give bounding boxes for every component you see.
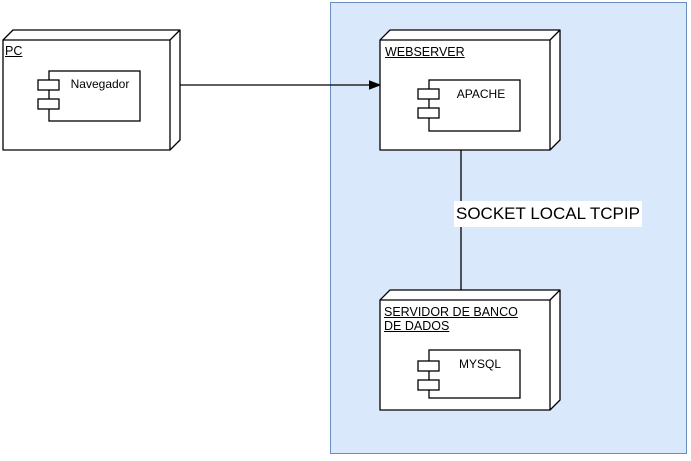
component-navegador-label: Navegador (70, 77, 130, 91)
arrowhead-icon (369, 80, 382, 90)
component-port-icon (417, 360, 440, 372)
node-webserver-label: WEBSERVER (385, 45, 465, 59)
component-apache[interactable] (417, 79, 521, 132)
node-dbserver-label: SERVIDOR DE BANCO DE DADOS (384, 305, 518, 333)
component-port-icon (37, 98, 60, 110)
component-mysql[interactable] (417, 349, 521, 399)
component-port-icon (37, 79, 60, 91)
component-port-icon (417, 88, 440, 100)
component-port-icon (417, 107, 440, 119)
component-apache-label: APACHE (456, 87, 506, 101)
node-pc-label: PC (5, 44, 23, 58)
edge-pc-to-webserver[interactable] (180, 80, 382, 90)
edge-socket-label[interactable]: SOCKET LOCAL TCPIP (454, 201, 642, 227)
component-mysql-label: MYSQL (458, 357, 501, 371)
component-navegador[interactable] (37, 70, 141, 122)
component-port-icon (417, 379, 440, 391)
